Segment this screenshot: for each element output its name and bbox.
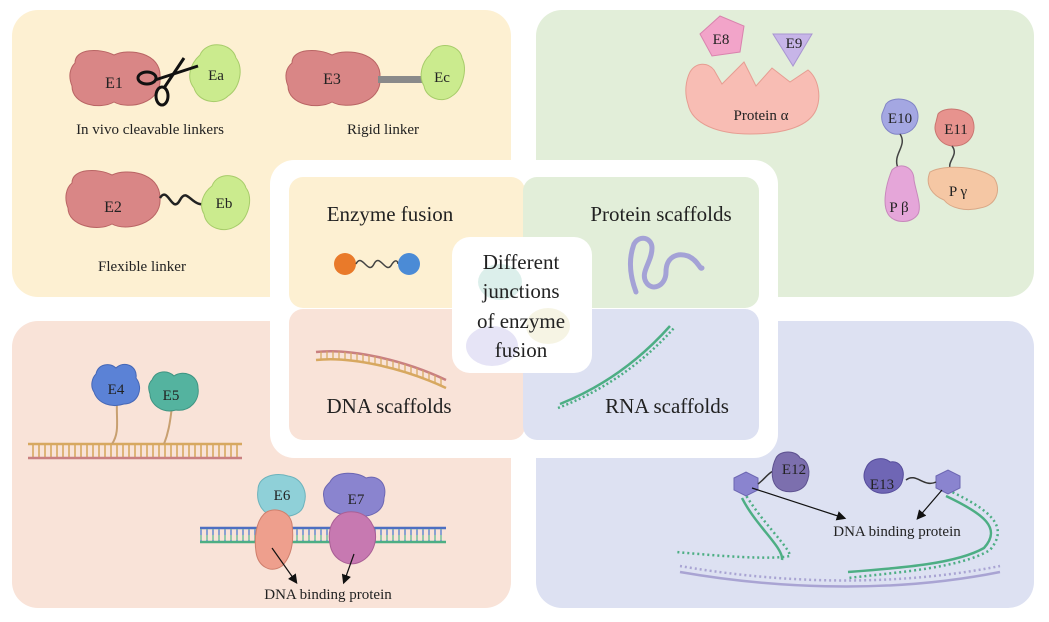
rigid-linker-bar xyxy=(378,76,432,83)
dna-binding-arrow-left xyxy=(271,547,298,584)
enzyme-fusion-title: Enzyme fusion xyxy=(327,202,454,226)
e8-enzyme xyxy=(699,15,745,57)
flexible-linker-illustration: E2 Eb Flexible linker xyxy=(65,170,251,275)
ea-label: Ea xyxy=(208,68,224,84)
protein-alpha-body xyxy=(685,61,820,135)
dna-scaffold-e6-e7-illustration: E6 E7 DNA binding protein xyxy=(200,472,446,603)
p-gamma-label: P γ xyxy=(949,184,968,200)
e9-label: E9 xyxy=(786,36,803,52)
rna-binding-hexagon-right xyxy=(935,469,961,495)
rigid-linker-illustration: E3 Ec Rigid linker xyxy=(285,45,465,138)
e11-enzyme xyxy=(934,108,975,147)
e6-binding-protein xyxy=(254,509,294,570)
e7-label: E7 xyxy=(348,492,365,508)
e3-label: E3 xyxy=(323,71,341,88)
p-gamma-body xyxy=(927,166,998,211)
cleavable-linker-illustration: E1 Ea In vivo cleavable linkers xyxy=(69,44,241,138)
rna-scaffolds-title: RNA scaffolds xyxy=(605,394,729,418)
p-beta-body xyxy=(884,165,920,222)
protein-scaffolds-title: Protein scaffolds xyxy=(590,202,731,226)
protein-alpha-illustration: E8 E9 Protein α xyxy=(685,15,820,135)
eb-label: Eb xyxy=(216,196,233,212)
scissors-icon xyxy=(136,57,199,107)
protein-scaffold-icon xyxy=(627,235,705,295)
rigid-linker-caption: Rigid linker xyxy=(347,122,419,138)
protein-alpha-label: Protein α xyxy=(734,108,789,124)
center-faded-shapes xyxy=(466,264,570,366)
e11-label: E11 xyxy=(944,122,968,138)
flexible-linker-line xyxy=(158,193,211,206)
dna-binding-arrow-right xyxy=(341,553,355,585)
e13-label: E13 xyxy=(870,477,894,493)
rna-binding-arrow-right xyxy=(916,489,943,520)
e12-label: E12 xyxy=(782,462,806,478)
flexible-linker-caption: Flexible linker xyxy=(98,259,186,275)
e13-enzyme xyxy=(863,458,904,494)
enzyme-fusion-icon xyxy=(334,253,420,275)
cleavable-linker-caption: In vivo cleavable linkers xyxy=(76,122,224,138)
e7-binding-protein xyxy=(328,511,376,565)
rna-scaffold-illustration: E12 E13 DNA binding protein xyxy=(675,451,1001,588)
e1-label: E1 xyxy=(105,75,123,92)
rna-binding-arrow-left xyxy=(751,487,847,521)
center-label-line2: junctions xyxy=(482,279,560,303)
e2-enzyme xyxy=(65,170,161,228)
e9-enzyme xyxy=(772,33,813,67)
e7-enzyme xyxy=(323,472,386,517)
e3-enzyme xyxy=(285,50,381,107)
e2-label: E2 xyxy=(104,199,122,216)
e5-label: E5 xyxy=(163,388,180,404)
p-beta-label: P β xyxy=(889,200,908,216)
eb-enzyme xyxy=(201,175,251,230)
rna-strand-left xyxy=(675,491,792,559)
dna-binding-protein-label: DNA binding protein xyxy=(264,587,392,603)
e5-enzyme xyxy=(148,371,199,412)
ea-enzyme xyxy=(189,44,241,103)
e10-enzyme xyxy=(881,98,919,135)
ec-label: Ec xyxy=(434,70,450,86)
center-label-line3: of enzyme xyxy=(477,309,565,333)
e1-enzyme xyxy=(69,50,161,107)
protein-beta-gamma-illustration: E10 E11 P β P γ xyxy=(881,98,998,222)
dna-scaffolds-title: DNA scaffolds xyxy=(326,394,451,418)
center-label-line4: fusion xyxy=(495,338,548,362)
e4-label: E4 xyxy=(108,382,125,398)
dna-ladder-rungs xyxy=(28,444,242,458)
rna-dna-binding-protein-label: DNA binding protein xyxy=(833,524,961,540)
center-label-line1: Different xyxy=(483,250,560,274)
dna-scaffold-e4-e5-illustration: E4 E5 xyxy=(28,363,242,460)
e8-label: E8 xyxy=(713,32,730,48)
e4-enzyme xyxy=(91,363,140,406)
rna-bottom-strand xyxy=(679,564,1001,582)
e10-label: E10 xyxy=(888,111,912,127)
e12-enzyme xyxy=(771,451,810,493)
center-label-box xyxy=(452,237,592,373)
e6-enzyme xyxy=(257,474,306,518)
e10-linker xyxy=(895,133,903,169)
e6-label: E6 xyxy=(274,488,291,504)
rna-scaffold-icon xyxy=(557,327,675,410)
ec-enzyme xyxy=(420,45,465,101)
